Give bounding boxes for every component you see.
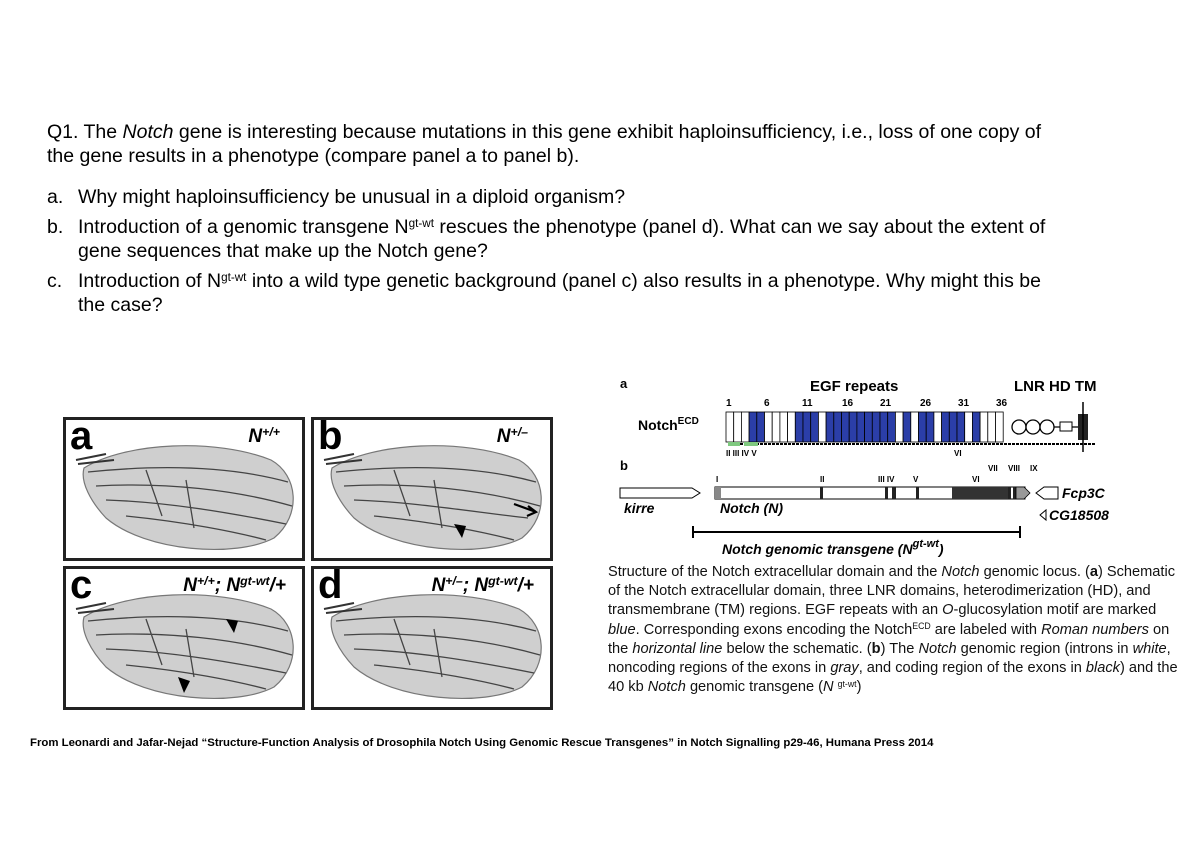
- egf-repeat-numbers: 1 6 11 16 21 26 31 36: [726, 398, 1008, 409]
- egf-repeat-box: [964, 411, 973, 443]
- egf-repeat-box: [979, 411, 989, 443]
- notch-diagram: a EGF repeats LNR HD TM 1 6 11 16 21 26 …: [619, 376, 1109, 557]
- egf-repeat-box: [941, 411, 950, 443]
- svg-text:VIII: VIII: [1008, 464, 1020, 473]
- egf-repeat-box: [948, 411, 958, 443]
- question-item-b: b. Introduction of a genomic transgene N…: [47, 216, 1046, 262]
- cg18508-gene-arrow: [1039, 508, 1047, 522]
- egf-number: 6: [764, 398, 770, 409]
- hd-domain: [1059, 421, 1073, 432]
- genotype-d: N+/–; Ngt-wt/+: [431, 573, 534, 596]
- egf-repeat-box: [956, 411, 966, 443]
- egf-repeat-box: [794, 411, 804, 443]
- egf-repeat-box: [871, 411, 881, 443]
- notch-ecd-label: NotchECD: [638, 416, 699, 433]
- source-citation: From Leonardi and Jafar-Nejad “Structure…: [30, 737, 934, 749]
- egf-number: 16: [842, 398, 854, 409]
- panel-label-b: b: [318, 417, 343, 458]
- lnr-domains: [1011, 419, 1055, 435]
- egf-number: 26: [920, 398, 932, 409]
- egf-repeat-box: [833, 411, 842, 443]
- wing-panel-d: d N+/–; Ngt-wt/+: [311, 566, 553, 710]
- egf-repeat-box: [802, 411, 812, 443]
- genotype-c: N+/+; Ngt-wt/+: [183, 573, 286, 596]
- svg-text:II: II: [820, 475, 824, 484]
- egf-repeat-box: [764, 411, 773, 443]
- question-intro: Q1. The Notch gene is interesting becaus…: [47, 121, 1042, 167]
- egf-repeat-box: [995, 411, 1004, 443]
- egf-repeat-box: [925, 411, 935, 443]
- svg-text:IX: IX: [1030, 464, 1038, 473]
- question-block: Q1. The Notch gene is interesting becaus…: [47, 120, 1067, 323]
- wing-image-c: [75, 594, 294, 699]
- egf-repeat-box: [779, 411, 788, 443]
- egf-repeat-box: [841, 411, 850, 443]
- egf-repeat-boxes: [725, 411, 1004, 443]
- wing-panel-c: c N+/+; Ngt-wt/+: [63, 566, 305, 710]
- kirre-gene-arrow: [619, 487, 701, 499]
- egf-repeat-box: [864, 411, 873, 443]
- wing-image-a: [75, 445, 294, 550]
- egf-repeat-box: [810, 411, 819, 443]
- panel-label-a: a: [70, 417, 93, 458]
- egf-repeat-box: [879, 411, 889, 443]
- egf-repeat-box: [756, 411, 765, 443]
- svg-text:VI: VI: [972, 475, 980, 484]
- egf-repeat-box: [748, 411, 758, 443]
- diagram-label-b: b: [620, 458, 628, 473]
- egf-title: EGF repeats: [810, 378, 898, 395]
- svg-text:I: I: [716, 475, 718, 484]
- egf-repeat-box: [987, 411, 996, 443]
- egf-repeat-box: [887, 411, 896, 443]
- egf-number: 21: [880, 398, 892, 409]
- question-list: a. Why might haploinsufficiency be unusu…: [47, 185, 1067, 317]
- egf-number: 31: [958, 398, 970, 409]
- egf-repeat-box: [918, 411, 927, 443]
- exon-labels-b: I II III IV V VI VII VIII IX: [716, 464, 1038, 484]
- wing-image-d: [323, 594, 542, 699]
- egf-number: 36: [996, 398, 1008, 409]
- wing-image-b: [323, 445, 542, 550]
- egf-repeat-box: [825, 411, 835, 443]
- egf-repeat-box: [733, 411, 742, 443]
- genotype-b: N+/–: [496, 424, 528, 447]
- egf-number: 11: [802, 398, 813, 409]
- egf-repeat-box: [971, 411, 981, 443]
- wing-panel-b: b N+/–: [311, 417, 553, 561]
- egf-repeat-box: [933, 411, 942, 443]
- egf-repeat-box: [902, 411, 912, 443]
- panel-label-d: d: [318, 566, 343, 607]
- panel-label-c: c: [70, 566, 93, 607]
- egf-repeat-box: [725, 411, 735, 443]
- kirre-label: kirre: [624, 500, 655, 516]
- egf-repeat-box: [787, 411, 796, 443]
- exon-label-vi: VI: [954, 449, 962, 458]
- question-item-c: c. Introduction of Ngt-wt into a wild ty…: [47, 270, 1041, 316]
- transgene-label: Notch genomic transgene (Ngt-wt): [722, 538, 944, 557]
- egf-repeat-box: [817, 411, 827, 443]
- question-item-a: a. Why might haploinsufficiency be unusu…: [47, 186, 626, 208]
- domain-title: LNR HD TM: [1014, 378, 1097, 395]
- egf-repeat-box: [771, 411, 781, 443]
- egf-repeat-box: [848, 411, 858, 443]
- notch-gene-label: Notch (N): [720, 500, 783, 516]
- svg-text:V: V: [913, 475, 919, 484]
- svg-text:VII: VII: [988, 464, 998, 473]
- egf-repeat-box: [910, 411, 919, 443]
- diagram-label-a: a: [620, 376, 628, 391]
- egf-number: 1: [726, 398, 732, 409]
- egf-repeat-box: [856, 411, 865, 443]
- fcp3c-label: Fcp3C: [1062, 485, 1106, 501]
- egf-repeat-box: [894, 411, 904, 443]
- cg18508-label: CG18508: [1049, 507, 1109, 523]
- exon-labels-a: II III IV V: [726, 449, 757, 458]
- svg-text:III IV: III IV: [878, 475, 895, 484]
- figure-caption: Structure of the Notch extracellular dom…: [608, 564, 1178, 696]
- wing-panel-a: a N+/+: [63, 417, 305, 561]
- egf-repeat-box: [740, 411, 750, 443]
- fcp3c-gene-arrow: [1035, 486, 1059, 500]
- genotype-a: N+/+: [248, 424, 280, 447]
